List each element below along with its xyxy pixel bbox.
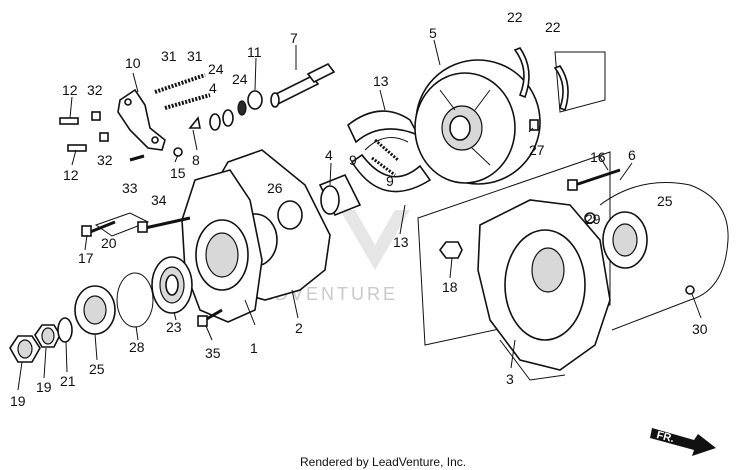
callout-18: 18 [442,279,458,295]
callout-32b: 32 [97,152,113,168]
callout-numbers: 1 2 3 4 4 5 6 7 8 9 9 10 11 12 12 13 13 … [10,9,708,409]
callout-23: 23 [166,319,182,335]
callout-35: 35 [205,345,221,361]
callout-25b: 25 [657,193,673,209]
lever-assembly [117,88,166,151]
callout-31: 31 [161,48,177,64]
callout-12b: 12 [63,167,79,183]
callout-12: 12 [62,82,78,98]
callout-8: 8 [192,152,200,168]
callout-2: 2 [295,320,303,336]
callout-22: 22 [507,9,523,25]
shaft [270,62,336,108]
brake-case [181,169,263,323]
callout-7: 7 [290,30,298,46]
callout-17: 17 [78,250,94,266]
snap-ring [116,272,154,328]
bolts [81,216,223,327]
brake-drum [414,59,541,185]
bearing [151,256,193,314]
oil-seal-right [584,211,648,269]
callout-4: 4 [325,147,333,163]
callout-30: 30 [692,321,708,337]
callout-1: 1 [250,340,258,356]
long-bolt [567,168,621,191]
callout-25: 25 [89,361,105,377]
bushing [318,173,362,217]
callout-26: 26 [267,180,283,196]
callout-6: 6 [628,147,636,163]
callout-34: 34 [151,192,167,208]
callout-4b: 4 [209,80,217,96]
callout-28: 28 [129,339,145,355]
callout-3: 3 [506,371,514,387]
oil-seal-left [74,285,116,335]
nuts-washer [9,317,73,363]
callout-19b: 19 [36,379,52,395]
callout-27: 27 [529,142,545,158]
small-fasteners [59,111,201,162]
callout-32: 32 [87,82,103,98]
callout-24b: 24 [232,71,248,87]
callout-33: 33 [122,180,138,196]
cap-nut [439,241,463,259]
leader-lines [17,39,702,391]
callout-19: 19 [10,393,26,409]
render-credit: Rendered by LeadVenture, Inc. [300,455,466,469]
callout-13b: 13 [393,234,409,250]
clips [513,47,569,131]
callout-31b: 31 [187,48,203,64]
callout-10: 10 [125,55,141,71]
final-case [477,199,611,381]
callout-5: 5 [429,25,437,41]
front-direction-arrow: FR. [650,428,716,456]
callout-9b: 9 [386,173,394,189]
callout-22b: 22 [545,19,561,35]
callout-13: 13 [373,73,389,89]
springs [154,73,211,110]
callout-20: 20 [101,235,117,251]
callout-15: 15 [170,165,186,181]
cable [599,182,729,331]
callout-21: 21 [60,373,76,389]
callout-9: 9 [349,152,357,168]
callout-24: 24 [208,61,224,77]
callout-16: 16 [590,149,606,165]
callout-29: 29 [585,211,601,227]
assembly-outlines [94,51,611,346]
direction-arrow-label: FR. [655,429,675,445]
callout-11: 11 [247,44,262,60]
washers [209,90,263,131]
